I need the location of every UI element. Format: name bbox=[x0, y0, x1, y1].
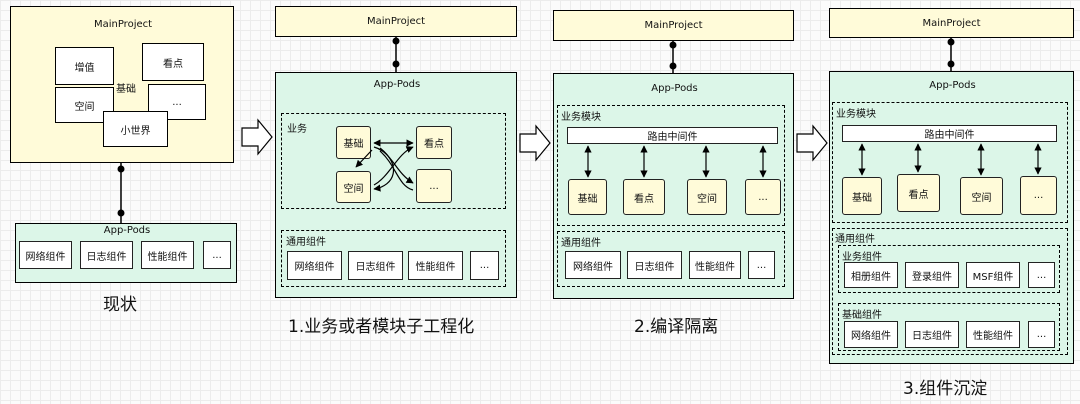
stage1-component-perf: 性能组件 bbox=[408, 251, 463, 280]
stage0-caption: 现状 bbox=[103, 295, 137, 315]
stage3-biz-component-msf: MSF组件 bbox=[966, 262, 1020, 288]
stage2-component-log: 日志组件 bbox=[627, 251, 682, 279]
stage1-component-log: 日志组件 bbox=[348, 251, 403, 280]
stage3-module-jichu: 基础 bbox=[842, 177, 882, 215]
transition-arrow-1 bbox=[241, 118, 273, 156]
stage3-base-component-more: ... bbox=[1028, 321, 1055, 348]
stage0-label-jichu: 基础 bbox=[116, 84, 136, 95]
stage0-component-perf: 性能组件 bbox=[141, 241, 194, 269]
stage3-base-component-perf: 性能组件 bbox=[966, 321, 1020, 348]
stage3-base-components-area: 基础组件 bbox=[838, 303, 1060, 351]
stage3-business-area: 业务模块 bbox=[832, 102, 1068, 223]
stage1-component-network: 网络组件 bbox=[287, 251, 342, 280]
stage3-common-label: 通用组件 bbox=[835, 234, 875, 245]
stage1-module-kandian: 看点 bbox=[416, 126, 452, 159]
stage1-common-area: 通用组件 bbox=[281, 230, 506, 287]
stage3-caption: 3.组件沉淀 bbox=[903, 379, 988, 399]
stage0-block-kandian: 看点 bbox=[142, 43, 204, 81]
stage0-component-log: 日志组件 bbox=[80, 241, 133, 269]
stage3-business-label: 业务模块 bbox=[836, 109, 876, 120]
stage3-pods-box: App-Pods bbox=[829, 71, 1074, 364]
stage3-module-more: ... bbox=[1020, 176, 1057, 215]
stage3-base-component-network: 网络组件 bbox=[844, 321, 898, 348]
stage3-biz-components-label: 业务组件 bbox=[842, 252, 882, 263]
stage1-component-more: ... bbox=[470, 251, 499, 280]
stage1-caption: 1.业务或者模块子工程化 bbox=[288, 317, 475, 337]
stage0-dependency-connector bbox=[117, 163, 125, 223]
stage3-pods-title: App-Pods bbox=[929, 80, 976, 91]
stage2-module-jichu: 基础 bbox=[568, 179, 607, 215]
stage0-component-more: ... bbox=[203, 241, 231, 269]
stage0-block-zengzhi: 增值 bbox=[55, 47, 114, 85]
stage3-biz-components-area: 业务组件 bbox=[838, 245, 1060, 293]
stage3-biz-component-more: ... bbox=[1028, 262, 1055, 288]
stage1-pods-title: App-Pods bbox=[373, 79, 421, 90]
stage1-business-area: 业务 bbox=[281, 113, 506, 209]
stage0-component-network: 网络组件 bbox=[19, 241, 72, 269]
stage3-module-kongjian: 空间 bbox=[960, 177, 1003, 215]
stage1-business-label: 业务 bbox=[287, 124, 307, 135]
stage1-common-label: 通用组件 bbox=[286, 237, 326, 248]
stage2-caption: 2.编译隔离 bbox=[634, 317, 719, 337]
stage2-dependency-connector bbox=[669, 41, 677, 73]
stage2-router: 路由中间件 bbox=[567, 127, 778, 144]
stage2-common-area: 通用组件 bbox=[557, 231, 785, 287]
stage2-module-more: ... bbox=[745, 179, 781, 215]
stage2-mainproject-box: MainProject bbox=[553, 10, 794, 41]
stage2-pods-title: App-Pods bbox=[651, 83, 698, 94]
stage1-module-jichu: 基础 bbox=[336, 126, 371, 159]
stage3-base-components-label: 基础组件 bbox=[842, 310, 882, 321]
stage2-module-kandian: 看点 bbox=[623, 179, 665, 215]
stage3-mainproject-box: MainProject bbox=[829, 8, 1074, 38]
stage0-block-kongjian: 空间 bbox=[55, 87, 114, 123]
stage2-component-more: ... bbox=[748, 251, 775, 279]
stage2-module-kongjian: 空间 bbox=[687, 179, 727, 215]
stage1-mainproject-box: MainProject bbox=[275, 6, 517, 37]
transition-arrow-3 bbox=[796, 124, 828, 162]
stage2-component-network: 网络组件 bbox=[565, 251, 621, 279]
stage0-mainproject-title: MainProject bbox=[93, 19, 153, 30]
transition-arrow-2 bbox=[519, 124, 551, 162]
stage3-module-kandian: 看点 bbox=[897, 174, 940, 212]
stage3-common-area: 通用组件 bbox=[832, 228, 1068, 355]
stage2-component-perf: 性能组件 bbox=[689, 251, 741, 279]
stage2-business-area: 业务模块 bbox=[557, 105, 785, 226]
stage2-business-label: 业务模块 bbox=[561, 112, 601, 123]
stage1-dependency-connector bbox=[392, 37, 400, 72]
stage3-dependency-connector bbox=[947, 38, 955, 71]
stage3-base-component-log: 日志组件 bbox=[905, 321, 959, 348]
stage3-biz-component-login: 登录组件 bbox=[905, 262, 959, 288]
stage0-block-xiaoshijie: 小世界 bbox=[103, 111, 168, 147]
stage0-pods-title: App-Pods bbox=[103, 225, 151, 236]
stage3-router: 路由中间件 bbox=[842, 125, 1057, 142]
stage2-common-label: 通用组件 bbox=[561, 238, 601, 249]
stage3-biz-component-album: 相册组件 bbox=[844, 262, 898, 288]
stage1-module-kongjian: 空间 bbox=[336, 171, 371, 203]
stage1-module-more: ... bbox=[416, 169, 452, 203]
